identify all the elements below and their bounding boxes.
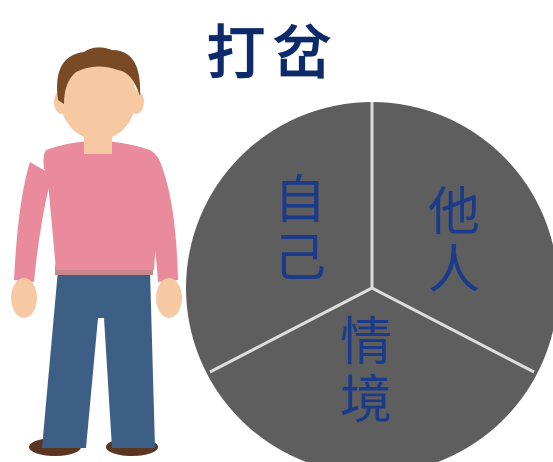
left-hand: [11, 278, 37, 318]
right-hand: [156, 278, 182, 318]
head: [60, 56, 136, 140]
segment-context-label: 情 境: [339, 313, 392, 431]
hair: [57, 47, 141, 104]
shirt: [43, 141, 162, 270]
divider-right: [371, 286, 535, 374]
segment-self-label: 自 己: [273, 171, 326, 289]
person-illustration: [11, 47, 182, 456]
divider-left: [209, 286, 373, 374]
segment-others-label: 他 人: [427, 183, 480, 301]
disc: [186, 102, 553, 462]
page-title: 打岔: [206, 19, 339, 87]
pants: [42, 270, 155, 448]
left-arm: [14, 162, 52, 282]
